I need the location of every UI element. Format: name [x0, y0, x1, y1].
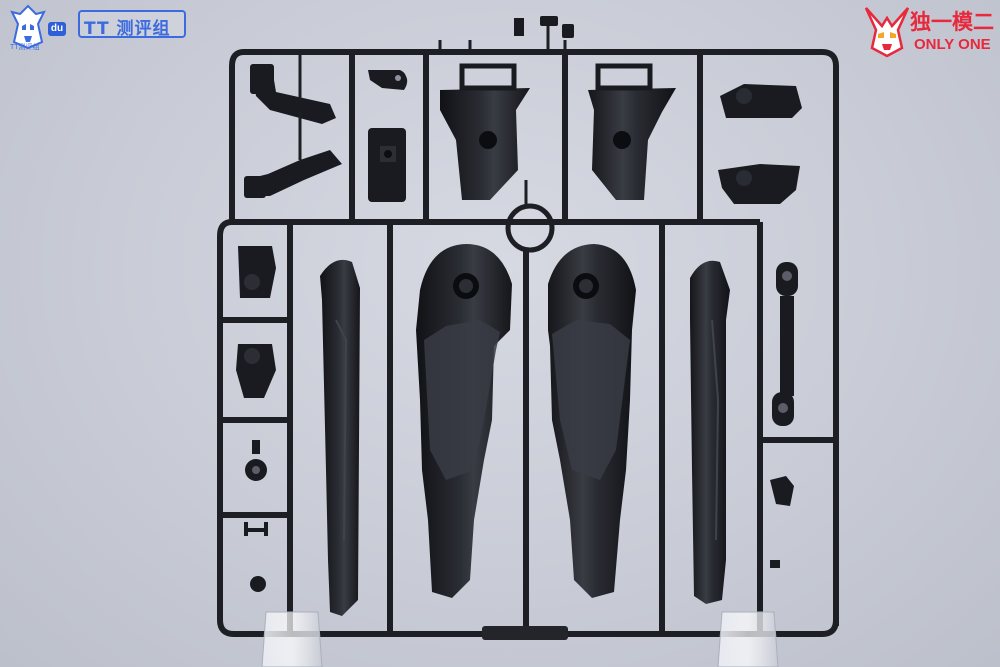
only-one-title-zh: 独一模二: [910, 10, 994, 34]
part-shoulder-right: [588, 63, 676, 200]
part-armor-left: [416, 244, 512, 598]
part-hook: [368, 70, 408, 90]
part-small-clip: [770, 476, 794, 568]
display-stand-left: [261, 611, 323, 667]
part-piston: [772, 262, 798, 426]
part-shoulder-left: [440, 63, 530, 200]
part-armor-right: [548, 244, 636, 598]
group-name: TT 测评组: [84, 19, 171, 39]
group-name-box: TT 测评组: [78, 10, 186, 39]
part-arm-link-upper: [244, 64, 342, 198]
watermark-tt-review-group: du TT 测评组 TT测评组: [4, 2, 194, 54]
part-blade-right: [690, 260, 730, 604]
part-thruster-upper: [718, 84, 802, 204]
part-block: [368, 128, 406, 202]
small-parts-top: [514, 16, 574, 38]
part-bracket: [244, 522, 268, 536]
only-one-title-en: ONLY ONE: [914, 36, 991, 53]
part-blade-left: [320, 259, 360, 616]
sprue-frame: [217, 49, 839, 637]
gundam-head-icon: [864, 7, 910, 58]
sprue-center-ring: [505, 203, 555, 253]
part-gear: [245, 440, 267, 481]
group-caption: TT测评组: [10, 44, 40, 51]
gundam-head-icon: [10, 4, 46, 50]
watermark-only-one: 独一模二 ONLY ONE: [862, 4, 998, 60]
du-label: du: [48, 22, 66, 36]
display-stand-right: [717, 611, 779, 667]
